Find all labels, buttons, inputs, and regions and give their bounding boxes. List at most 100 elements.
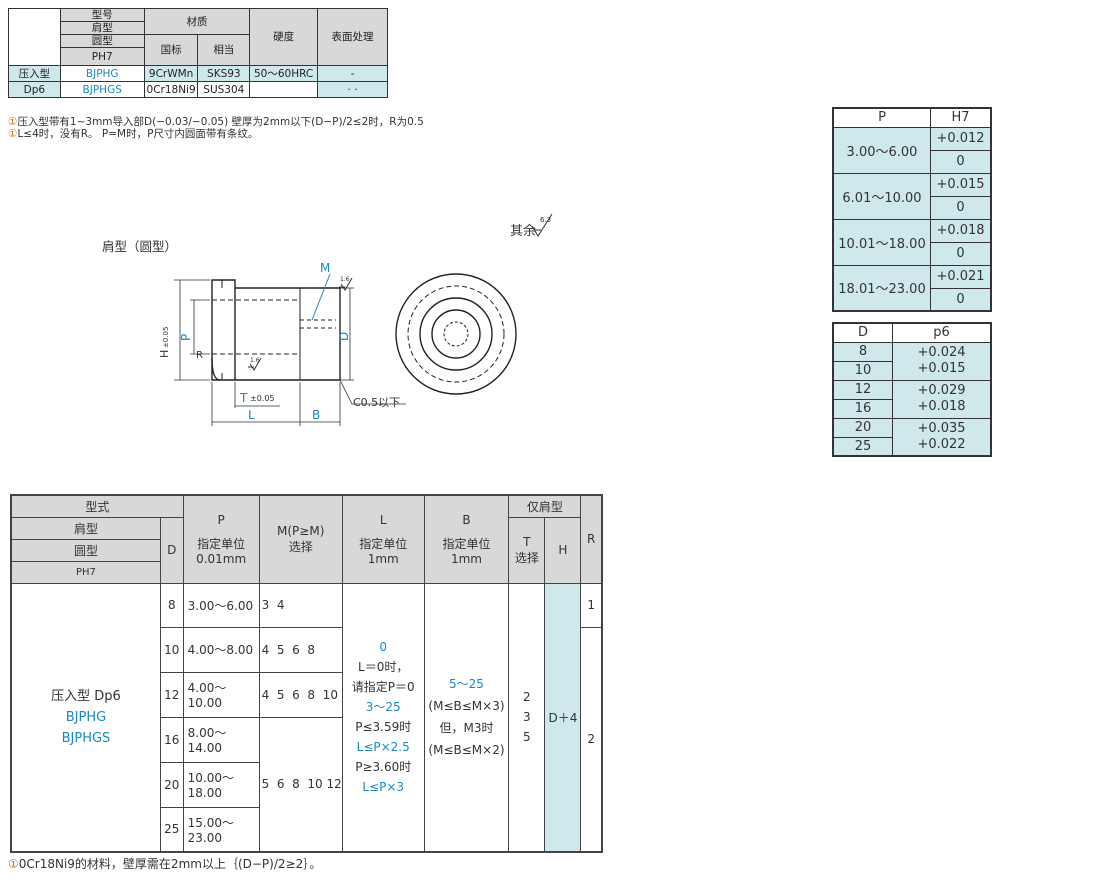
h7-upper: +0.021	[930, 264, 992, 289]
spec-h-L: L 指定单位 1mm	[341, 494, 425, 584]
mat-hardness	[249, 81, 319, 98]
spec-L: 0 L＝0时， 请指定P＝0 3～25 P≤3.59时 L≤P×2.5 P≥3.…	[341, 582, 425, 853]
spec-M: 4 5 6 8	[258, 626, 343, 673]
roughness-b-icon	[248, 357, 262, 371]
spec-h-shoulder: 肩型	[10, 516, 161, 540]
note-mark-icon: ①	[8, 857, 19, 871]
note-mark-icon: ①	[8, 128, 18, 140]
label-D: D	[337, 332, 351, 341]
mat-corner	[8, 8, 61, 66]
mat-surface: · ·	[317, 81, 388, 98]
spec-P: 3.00～6.00	[182, 582, 260, 628]
spec-R: 1	[580, 582, 603, 628]
spec-h-D: D	[159, 516, 184, 584]
p6-d: 16	[832, 398, 893, 419]
mat-equiv: SKS93	[197, 65, 251, 82]
spec-h-model-type: 型式	[10, 494, 184, 518]
spec-h-M: M(P≥M) 选择	[258, 494, 343, 584]
h7-lower: 0	[930, 149, 992, 174]
spec-P: 4.00～10.00	[182, 671, 260, 718]
h7-lower: 0	[930, 287, 992, 312]
spec-D: 16	[159, 716, 184, 763]
spec-model: 压入型 Dp6 BJPHG BJPHGS	[10, 582, 161, 853]
mat-hardness: 50～60HRC	[249, 65, 319, 82]
material-table: 型号 材质 硬度 表面处理 肩型 圆型 国标 相当 PH7 压入型 BJPHG …	[8, 8, 388, 98]
p6-h-p6: p6	[892, 322, 992, 343]
front-view	[395, 273, 517, 395]
p6-d: 25	[832, 436, 893, 457]
p6-tol: +0.024 +0.015	[892, 341, 992, 381]
roughness-b-value: 1.6	[250, 357, 260, 364]
spec-M: 4 5 6 8 10	[258, 671, 343, 718]
mat-h-equiv: 相当	[197, 34, 251, 66]
note-top-1: ①压入型带有1~3mm导入部D(−0.03/−0.05) 壁厚为2mm以下(D−…	[8, 116, 424, 128]
spec-P: 10.00～18.00	[182, 761, 260, 808]
h7-range: 6.01～10.00	[832, 172, 931, 220]
p6-d: 20	[832, 417, 893, 438]
spec-D: 25	[159, 806, 184, 853]
roughness-a-value: 1.6	[340, 276, 350, 283]
h7-h-P: P	[832, 107, 931, 128]
label-B: B	[312, 408, 320, 422]
spec-D: 12	[159, 671, 184, 718]
spec-h-R: R	[580, 494, 603, 584]
label-M: M	[320, 261, 330, 275]
h7-lower: 0	[930, 195, 992, 220]
label-chamfer: C0.5以下	[353, 396, 400, 409]
note-mark-icon: ①	[8, 116, 18, 128]
spec-P: 4.00～8.00	[182, 626, 260, 673]
mat-equiv: SUS304	[197, 81, 251, 98]
mat-gb: 0Cr18Ni9	[143, 81, 199, 98]
spec-D: 8	[159, 582, 184, 628]
h7-range: 3.00～6.00	[832, 126, 931, 174]
bushing-drawing: 6.3 M 1.6 H ±0.0	[158, 213, 553, 426]
mat-h-round: 圆型	[59, 34, 145, 48]
side-view	[211, 279, 341, 381]
mat-h-hardness: 硬度	[249, 8, 319, 66]
mat-h-model: 型号	[59, 8, 145, 22]
h7-upper: +0.018	[930, 218, 992, 243]
label-T: T	[239, 391, 248, 405]
mat-model: BJPHG	[59, 65, 145, 82]
label-H: H	[158, 350, 171, 358]
note-top-2: ①L≤4时，没有R。 P=M时，P尺寸内圆面带有条纹。	[8, 128, 259, 140]
mat-h-surface: 表面处理	[317, 8, 388, 66]
h7-range: 10.01～18.00	[832, 218, 931, 266]
spec-h-round: 圆型	[10, 538, 161, 562]
label-T-tol: ±0.05	[250, 394, 275, 403]
spec-h-P: P 指定单位 0.01mm	[182, 494, 260, 584]
spec-h-ph7: PH7	[10, 560, 161, 584]
mat-gb: 9CrWMn	[143, 65, 199, 82]
mat-h-gb: 国标	[143, 34, 199, 66]
spec-P: 8.00～14.00	[182, 716, 260, 763]
roughness-rest-value: 6.3	[540, 216, 551, 224]
h7-lower: 0	[930, 241, 992, 266]
drawing-title: 肩型（圆型）	[102, 239, 178, 254]
p6-d: 12	[832, 379, 893, 400]
spec-h-T: T 选择	[508, 516, 546, 584]
h7-table: P H7 3.00～6.00 +0.012 0 6.01～10.00 +0.01…	[832, 107, 992, 312]
mat-h-ph7: PH7	[59, 47, 145, 66]
label-H-tol: ±0.05	[162, 327, 170, 348]
spec-D: 20	[159, 761, 184, 808]
p6-tol: +0.035 +0.022	[892, 417, 992, 457]
mat-type: 压入型	[8, 65, 61, 82]
spec-h-H: H	[544, 516, 582, 584]
h7-upper: +0.015	[930, 172, 992, 197]
p6-h-D: D	[832, 322, 893, 343]
roughness-rest-icon	[531, 213, 553, 237]
spec-H: D＋4	[544, 582, 582, 853]
spec-B: 5～25 (M≤B≤M×3) 但，M3时 (M≤B≤M×2)	[423, 582, 510, 853]
h7-h-H7: H7	[930, 107, 992, 128]
mat-type: Dp6	[8, 81, 61, 98]
spec-T: 2 3 5	[508, 582, 546, 853]
label-P: P	[179, 334, 193, 341]
label-L: L	[248, 408, 255, 422]
spec-table: 型式 P 指定单位 0.01mm M(P≥M) 选择 L 指定单位 1mm B …	[10, 494, 603, 853]
spec-R: 2	[580, 626, 603, 853]
mat-h-shoulder: 肩型	[59, 21, 145, 35]
p6-d: 10	[832, 360, 893, 381]
p6-tol: +0.029 +0.018	[892, 379, 992, 419]
spec-h-only-shoulder: 仅肩型	[508, 494, 582, 518]
mat-surface: -	[317, 65, 388, 82]
